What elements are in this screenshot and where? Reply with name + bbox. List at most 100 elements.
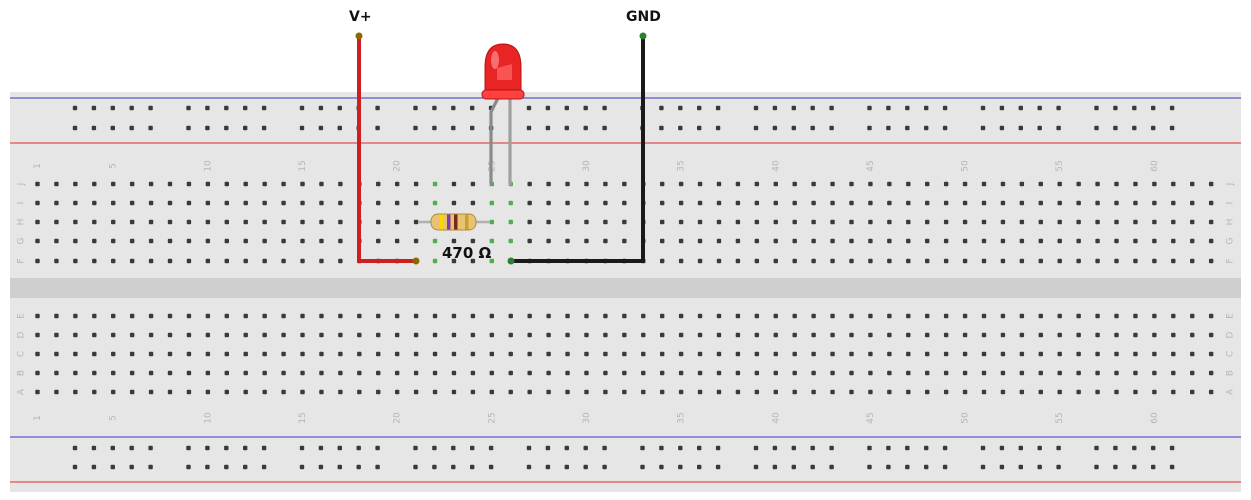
rail-hole xyxy=(186,445,191,451)
rail-hole xyxy=(697,125,702,131)
hole xyxy=(603,332,608,338)
hole xyxy=(243,238,248,244)
hole xyxy=(1038,219,1043,225)
rail-hole xyxy=(451,464,456,470)
hole xyxy=(167,370,173,376)
hole xyxy=(186,258,192,264)
hole xyxy=(451,200,457,206)
column-number-labels: 1155101015152020252530303535404045455050… xyxy=(33,160,1160,424)
hole xyxy=(1171,238,1176,244)
hole xyxy=(489,370,495,376)
rail-hole xyxy=(488,445,494,451)
rail-hole xyxy=(91,464,97,470)
breadboard xyxy=(10,92,1241,492)
hole xyxy=(300,219,305,225)
rail-hole xyxy=(205,105,210,111)
hole xyxy=(678,238,684,244)
hole xyxy=(811,389,816,395)
rail-hole xyxy=(1151,464,1156,470)
hole xyxy=(697,219,703,225)
hole xyxy=(111,258,116,264)
rail-hole xyxy=(1132,105,1137,111)
hole xyxy=(224,238,229,244)
hole xyxy=(697,258,703,264)
hole xyxy=(1076,370,1081,376)
hole xyxy=(773,181,778,187)
hole xyxy=(394,200,400,206)
hole xyxy=(451,313,457,319)
hole xyxy=(830,200,835,206)
hole xyxy=(943,181,949,187)
hole xyxy=(338,351,343,357)
hole xyxy=(35,181,40,187)
hole xyxy=(1171,181,1176,187)
connected-hole xyxy=(489,258,495,264)
hole xyxy=(148,389,154,395)
hole xyxy=(1019,258,1025,264)
column-number: 20 xyxy=(393,412,403,424)
rail-hole xyxy=(375,105,380,111)
rail-hole xyxy=(980,105,986,111)
hole xyxy=(1038,258,1043,264)
hole xyxy=(319,332,324,338)
rail-hole xyxy=(659,445,664,451)
rail-hole xyxy=(1037,105,1042,111)
hole xyxy=(129,351,135,357)
hole xyxy=(224,351,229,357)
rail-hole xyxy=(753,125,759,131)
hole xyxy=(678,313,684,319)
rail-hole xyxy=(1094,105,1099,111)
hole xyxy=(35,332,40,338)
hole xyxy=(527,370,532,376)
hole xyxy=(1000,313,1006,319)
rail-hole xyxy=(1056,125,1061,131)
hole xyxy=(584,332,589,338)
hole xyxy=(357,313,362,319)
hole xyxy=(773,370,778,376)
hole xyxy=(811,181,816,187)
hole xyxy=(73,219,78,225)
rail-hole xyxy=(715,464,721,470)
hole xyxy=(319,313,324,319)
hole xyxy=(92,238,97,244)
rail-hole xyxy=(1169,125,1175,131)
hole xyxy=(697,389,703,395)
hole xyxy=(546,332,551,338)
rail-hole xyxy=(1132,125,1137,131)
hole xyxy=(981,351,987,357)
hole xyxy=(1000,389,1006,395)
hole xyxy=(962,219,968,225)
hole xyxy=(1057,181,1062,187)
hole xyxy=(1000,219,1006,225)
rail-hole xyxy=(375,125,380,131)
hole xyxy=(167,258,173,264)
hole xyxy=(1114,200,1119,206)
hole xyxy=(224,313,229,319)
rail-hole xyxy=(1151,445,1156,451)
hole xyxy=(887,313,892,319)
hole xyxy=(830,389,835,395)
hole xyxy=(413,332,419,338)
rail-hole xyxy=(72,464,78,470)
hole xyxy=(413,313,419,319)
rail-hole xyxy=(356,445,361,451)
hole xyxy=(1190,389,1195,395)
rail-hole xyxy=(980,445,986,451)
rail-hole xyxy=(640,464,645,470)
hole xyxy=(92,351,97,357)
hole xyxy=(1190,313,1195,319)
hole xyxy=(148,181,154,187)
hole xyxy=(868,200,873,206)
hole xyxy=(811,238,816,244)
hole xyxy=(943,332,949,338)
hole xyxy=(849,389,854,395)
hole xyxy=(962,200,968,206)
hole xyxy=(300,332,305,338)
rail-hole xyxy=(526,105,532,111)
rail-hole xyxy=(924,445,929,451)
rail-hole xyxy=(205,464,210,470)
hole xyxy=(148,258,154,264)
hole xyxy=(224,332,229,338)
hole xyxy=(565,238,570,244)
hole xyxy=(811,351,816,357)
